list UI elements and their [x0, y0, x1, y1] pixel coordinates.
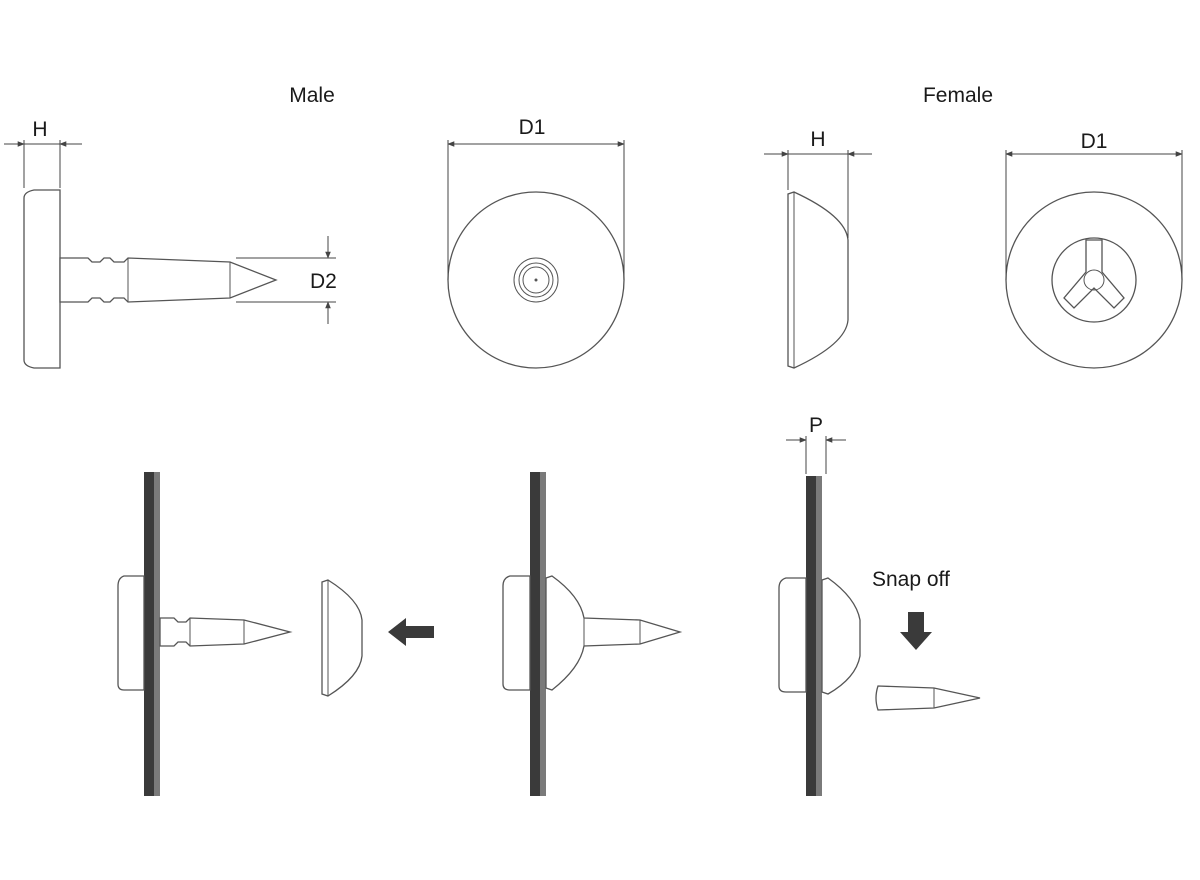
- female-side-view: [787, 191, 849, 369]
- step-3-panel: [806, 476, 822, 796]
- female-d1-dimension: [1005, 150, 1183, 280]
- step-1-male-fastener: [117, 575, 293, 691]
- step-2-assembled-fastener: [502, 575, 683, 691]
- male-h-dimension: [4, 140, 82, 188]
- male-d1-dimension: [447, 140, 625, 280]
- male-d2-dimension: [236, 236, 336, 324]
- female-d1-label: D1: [1081, 130, 1108, 153]
- male-side-view: [23, 189, 278, 369]
- step-1-female-cap: [321, 579, 363, 697]
- p-dimension: [786, 436, 846, 474]
- step-3-installed-fastener: [778, 577, 861, 695]
- step-2-panel: [530, 472, 546, 796]
- male-section-title: Male: [289, 84, 335, 107]
- step-1-panel: [144, 472, 160, 796]
- male-d2-label: D2: [310, 270, 337, 293]
- male-d1-label: D1: [519, 116, 546, 139]
- snap-off-label: Snap off: [872, 568, 950, 591]
- female-section-title: Female: [923, 84, 993, 107]
- female-h-label: H: [810, 128, 825, 151]
- snap-down-arrow: [900, 612, 932, 650]
- female-h-dimension: [764, 150, 872, 238]
- male-h-label: H: [32, 118, 47, 141]
- push-left-arrow: [388, 618, 434, 646]
- p-label: P: [809, 414, 823, 437]
- snapped-nail-tip: [875, 685, 981, 711]
- female-front-view: [1005, 191, 1183, 369]
- male-front-view: [447, 191, 625, 369]
